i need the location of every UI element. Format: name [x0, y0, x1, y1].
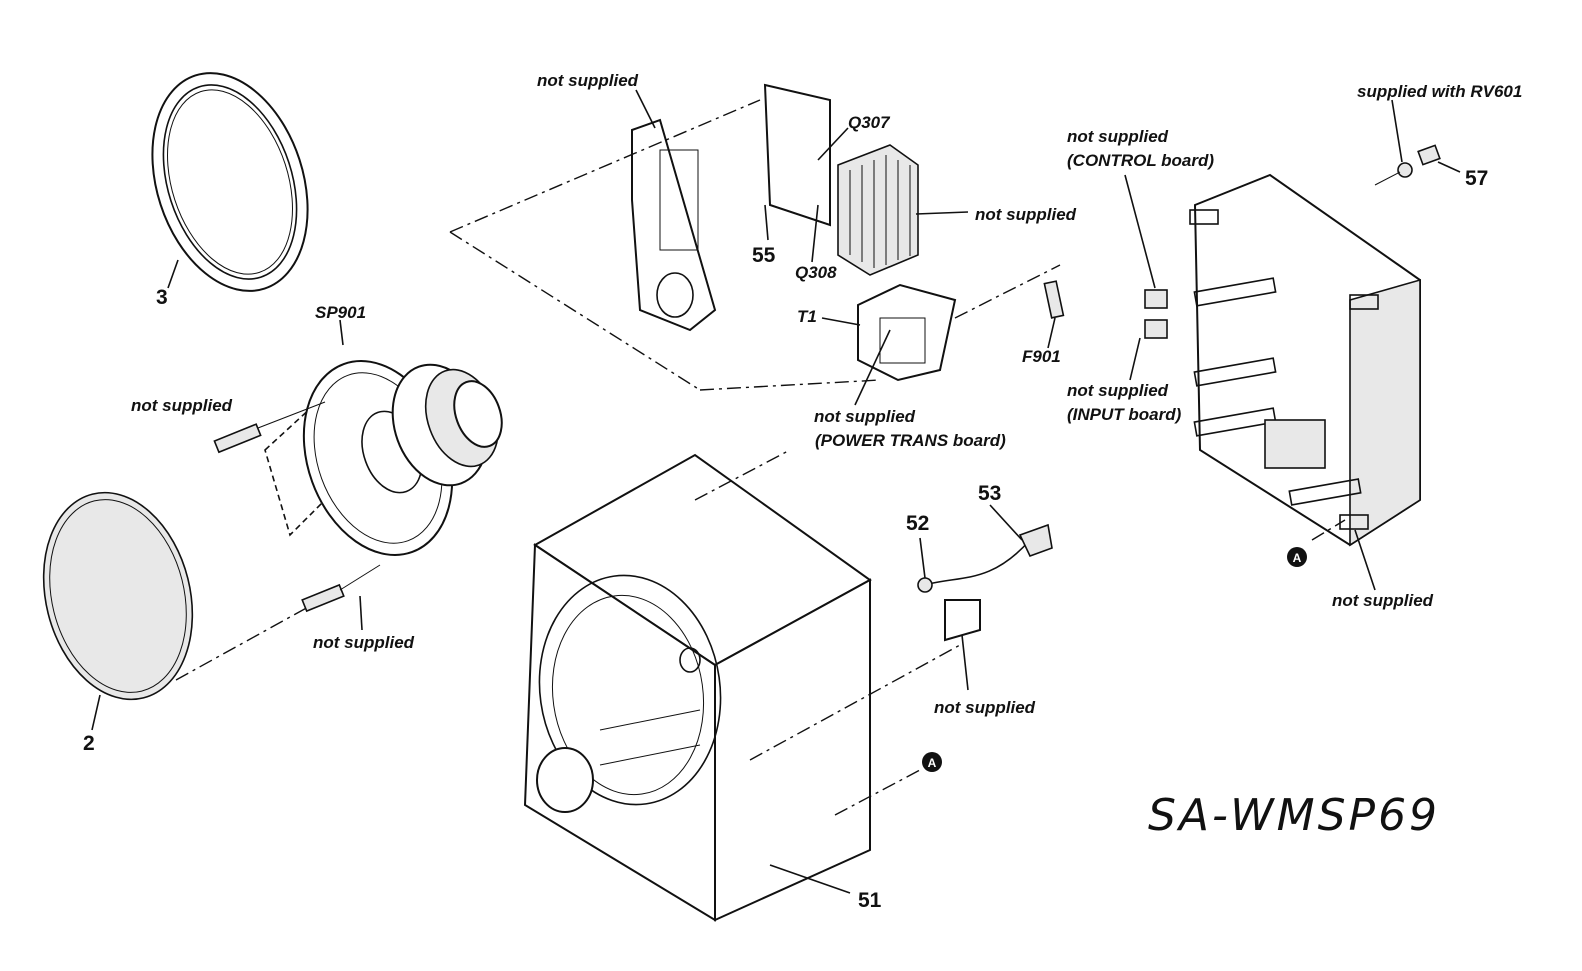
label-sp901: SP901 — [315, 303, 366, 322]
heatsink — [811, 127, 969, 276]
label-ref-2: 2 — [83, 732, 95, 755]
label-not-supplied-power-2: (POWER TRANS board) — [815, 431, 1006, 450]
label-ref-52: 52 — [906, 512, 929, 535]
label-not-supplied-power-1: not supplied — [814, 407, 916, 426]
label-not-supplied-heatsink: not supplied — [975, 205, 1077, 224]
label-not-supplied-screw-top: not supplied — [131, 396, 233, 415]
bushing-part-52 — [917, 537, 933, 593]
back-panel-assembly — [1189, 173, 1421, 591]
transformer-t1 — [821, 264, 1061, 406]
marker-a-text-1: A — [1293, 551, 1302, 565]
label-not-supplied-bracket: not supplied — [934, 698, 1036, 717]
label-ref-53: 53 — [978, 482, 1001, 505]
ring-part-3 — [151, 72, 309, 292]
label-supplied-with-rv601: supplied with RV601 — [1357, 82, 1522, 101]
pcb-part-55 — [763, 83, 831, 241]
cabinet-part-51 — [523, 449, 961, 922]
label-t1: T1 — [797, 307, 817, 326]
label-f901: F901 — [1022, 347, 1061, 366]
grille-part-2 — [42, 491, 311, 731]
connector-input-board — [1129, 319, 1168, 381]
reference-marker-a-2: A — [922, 752, 942, 772]
connector-control-board — [1124, 174, 1168, 309]
model-handwritten-mark: SA-WMSP69 — [1148, 790, 1440, 841]
chassis-bracket — [449, 89, 881, 391]
marker-a-text-2: A — [928, 756, 937, 770]
fuse-f901 — [1043, 280, 1065, 349]
label-not-supplied-control-1: not supplied — [1067, 127, 1169, 146]
label-not-supplied-panel: not supplied — [1332, 591, 1434, 610]
label-q308: Q308 — [795, 263, 837, 282]
label-not-supplied-screw-bottom: not supplied — [313, 633, 415, 652]
label-ref-3: 3 — [156, 286, 168, 309]
bracket — [944, 599, 981, 691]
speaker-sp901 — [213, 319, 503, 631]
label-q307: Q307 — [848, 113, 891, 132]
knob-part-57 — [1374, 99, 1461, 186]
label-not-supplied-input-1: not supplied — [1067, 381, 1169, 400]
label-not-supplied-input-2: (INPUT board) — [1067, 405, 1182, 424]
label-not-supplied-control-2: (CONTROL board) — [1067, 151, 1214, 170]
reference-marker-a-1: A — [1287, 547, 1307, 567]
label-ref-55: 55 — [752, 244, 776, 267]
label-ref-51: 51 — [858, 889, 882, 912]
label-not-supplied-chassis: not supplied — [537, 71, 639, 90]
power-cord-part-53 — [924, 504, 1053, 586]
label-ref-57: 57 — [1465, 167, 1488, 190]
